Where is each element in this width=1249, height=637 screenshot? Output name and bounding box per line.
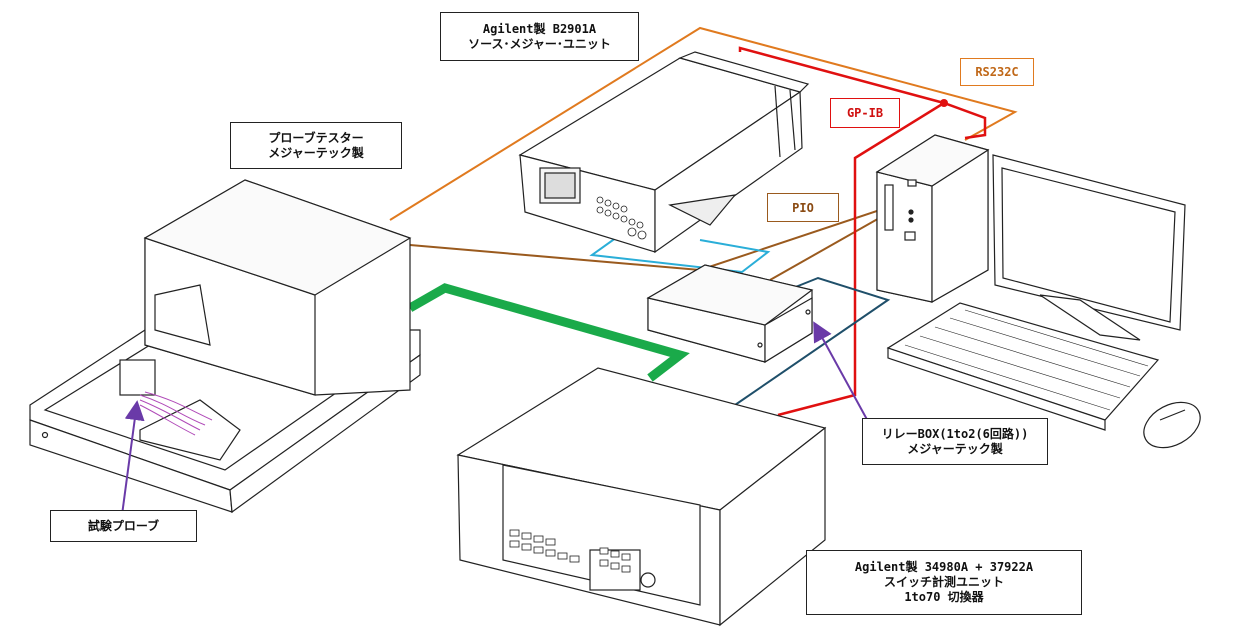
switch-unit-label: Agilent製 34980A + 37922A スイッチ計測ユニット 1to7…	[806, 550, 1082, 615]
pc-monitor	[992, 154, 1186, 341]
gpib-junction	[940, 99, 948, 107]
gpib-cable-2	[777, 101, 945, 417]
probe-tester-label-line2: メジャーテック製	[268, 145, 364, 160]
probe-wires	[139, 391, 213, 436]
gpib-cable	[738, 46, 987, 140]
test-probe-label-line1: 試験プローブ	[87, 518, 160, 533]
pio-cable-2	[769, 211, 891, 281]
switch-unit	[456, 367, 827, 627]
rs232c-tag: RS232C	[960, 58, 1034, 86]
probe-tester-label: プローブテスター メジャーテック製	[230, 122, 402, 169]
probe-tester	[29, 179, 421, 514]
source-unit-label-line2: ソース･メジャー･ユニット	[468, 36, 611, 51]
pio-tag: PIO	[767, 193, 839, 222]
source-unit-label: Agilent製 B2901A ソース･メジャー･ユニット	[440, 12, 639, 61]
probe-tester-label-line1: プローブテスター	[268, 130, 364, 145]
keyboard-keys	[904, 309, 1149, 411]
relay-box-label-line1: リレーBOX(1to2(6回路))	[881, 426, 1029, 441]
switch-unit-label-line3: 1to70 切換器	[904, 590, 984, 604]
pc-mouse	[1143, 401, 1201, 449]
probe-link-cable	[407, 283, 690, 382]
gpib-tag: GP-IB	[830, 98, 900, 128]
source-measure-unit	[518, 51, 810, 254]
relay-box-label-line2: メジャーテック製	[907, 441, 1003, 456]
rs232c-cable	[389, 26, 1018, 221]
pc-keyboard	[886, 302, 1160, 431]
test-probe-label: 試験プローブ	[50, 510, 197, 542]
relay-box-label: リレーBOX(1to2(6回路)) メジャーテック製	[862, 418, 1048, 465]
smu-relay-cable	[589, 234, 771, 274]
switch-unit-label-line1: Agilent製 34980A + 37922A	[854, 560, 1034, 574]
source-unit-label-line1: Agilent製 B2901A	[482, 21, 597, 36]
switch-unit-label-line2: スイッチ計測ユニット	[883, 575, 1004, 589]
pc-tower	[875, 134, 990, 304]
relay-box	[646, 264, 814, 364]
switch-unit-keys	[509, 529, 631, 573]
probe-label-arrow	[121, 400, 145, 516]
smu-keypad	[596, 196, 647, 240]
relay-label-arrow	[813, 321, 871, 426]
